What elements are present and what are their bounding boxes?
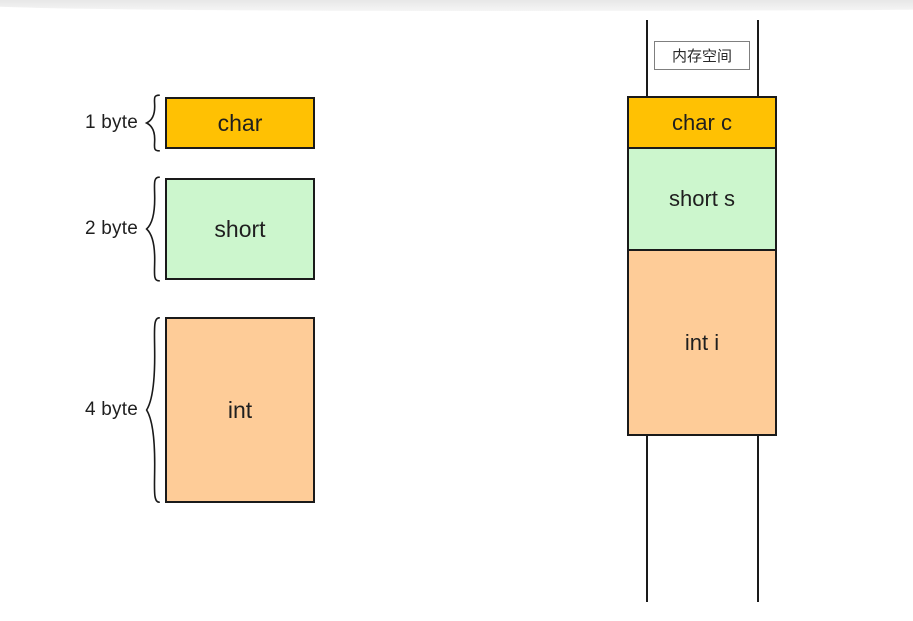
legend-row-int: 4 byte int — [58, 317, 315, 503]
type-box-int: int — [165, 317, 315, 503]
curly-brace-icon — [143, 94, 161, 152]
memory-cell-short: short s — [627, 147, 777, 251]
legend-row-short: 2 byte short — [58, 178, 315, 280]
memory-space-label: 内存空间 — [654, 41, 750, 70]
type-box-char: char — [165, 97, 315, 149]
memory-column-line — [646, 20, 648, 97]
memory-column-line — [757, 20, 759, 97]
type-box-short: short — [165, 178, 315, 280]
memory-cell-char: char c — [627, 96, 777, 149]
curly-brace-icon — [143, 314, 161, 506]
top-gradient-band — [0, 0, 913, 11]
legend-size-label-short: 2 byte — [85, 218, 138, 239]
memory-column-line — [757, 436, 759, 602]
legend-size-label-char: 1 byte — [85, 112, 138, 133]
legend-row-char: 1 byte char — [58, 97, 315, 149]
memory-cell-int: int i — [627, 249, 777, 436]
curly-brace-icon — [143, 175, 161, 283]
legend-size-label-int: 4 byte — [85, 399, 138, 420]
memory-stack: char c short s int i — [627, 96, 777, 436]
memory-column-line — [646, 436, 648, 602]
